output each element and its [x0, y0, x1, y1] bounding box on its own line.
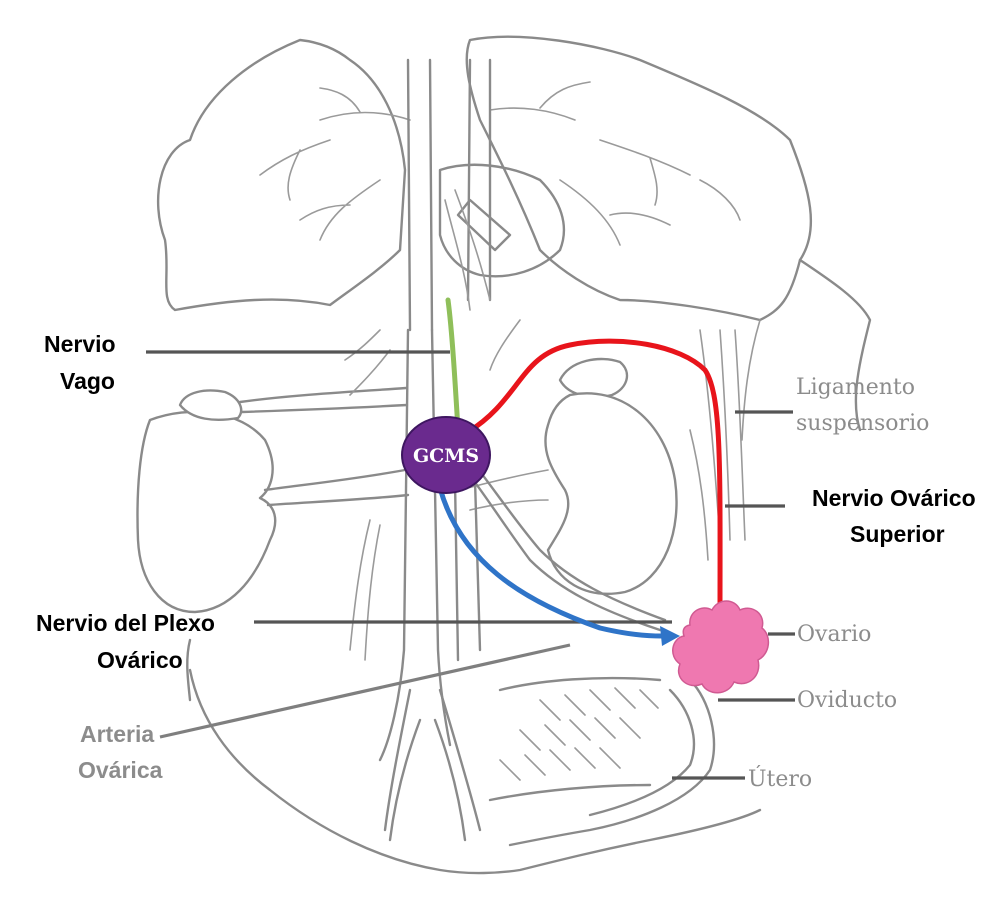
label-plexus-line2: Ovárico	[97, 647, 183, 673]
label-uterus: Útero	[748, 765, 812, 792]
label-superior-line2: Superior	[850, 521, 945, 547]
anatomical-sketch	[138, 37, 871, 873]
ganglion-label: GCMS	[413, 445, 479, 467]
label-superior-line1: Nervio Ovárico	[812, 485, 976, 511]
ganglion-gcms: GCMS	[402, 417, 490, 493]
label-vagus-line1: Nervio	[44, 331, 116, 357]
vagus-nerve-path	[448, 300, 458, 430]
ovary-shape	[673, 601, 769, 693]
label-ovary: Ovario	[797, 622, 871, 647]
label-artery-line2: Ovárica	[78, 757, 163, 783]
label-ligament-line2: suspensorio	[796, 411, 929, 436]
label-vagus-line2: Vago	[60, 368, 115, 394]
label-oviduct: Oviducto	[797, 688, 897, 713]
label-ligament-line1: Ligamento	[796, 375, 915, 400]
label-plexus-line1: Nervio del Plexo	[36, 610, 215, 636]
label-artery-line1: Arteria	[80, 721, 154, 747]
